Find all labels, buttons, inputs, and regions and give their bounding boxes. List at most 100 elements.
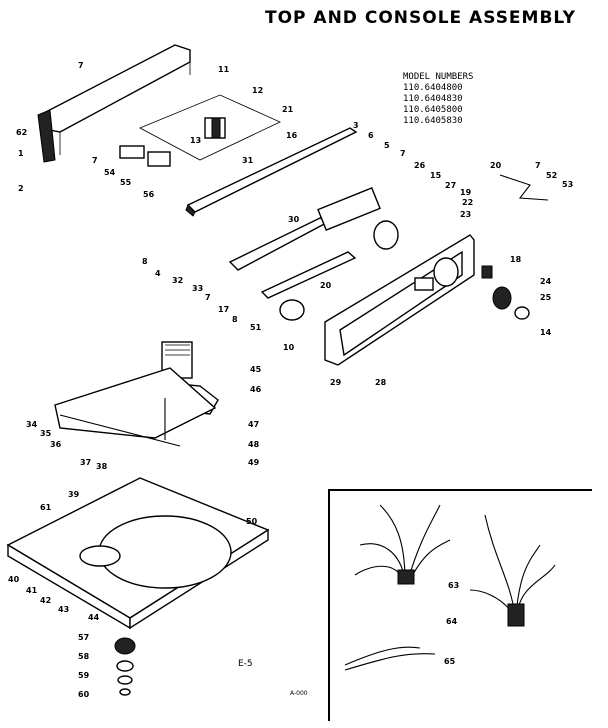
callout: 42: [40, 596, 51, 605]
callout: 15: [430, 171, 442, 180]
model-number: 110.6404800: [403, 83, 463, 93]
drawing-code: A-000: [290, 690, 308, 697]
callout: 22: [462, 198, 473, 207]
callout: 40: [8, 575, 20, 584]
callout: 8: [232, 315, 238, 324]
callout: 7: [92, 156, 98, 165]
callout: 38: [96, 462, 108, 471]
callout: 21: [282, 105, 294, 114]
console-rail: [37, 44, 191, 163]
callout: 18: [510, 255, 522, 264]
model-numbers-heading: MODEL NUMBERS: [403, 72, 474, 82]
callout: 65: [444, 657, 456, 666]
callout: 39: [68, 490, 80, 499]
callout: 19: [460, 188, 472, 197]
callout: 29: [330, 378, 342, 387]
knob-insert: [481, 265, 493, 279]
callout: 13: [190, 136, 201, 145]
timer: [373, 220, 399, 250]
callout: 36: [50, 440, 62, 449]
timer-knob: [492, 286, 512, 310]
callout: 52: [546, 171, 557, 180]
callout: 7: [535, 161, 541, 170]
callout: 8: [142, 257, 148, 266]
callout: 56: [143, 190, 155, 199]
control-strip: [185, 127, 358, 217]
callout: 50: [246, 517, 258, 526]
callout: 53: [562, 180, 573, 189]
switch-block: [119, 117, 226, 167]
callout: 11: [218, 65, 230, 74]
console-panel: [324, 234, 475, 366]
callout: 14: [540, 328, 552, 337]
callout: 57: [78, 633, 89, 642]
callout: 28: [375, 378, 387, 387]
hinge-stack: [114, 637, 136, 696]
callout: 33: [192, 284, 203, 293]
callout: 44: [88, 613, 100, 622]
callout: 34: [26, 420, 38, 429]
callout: 51: [250, 323, 262, 332]
callout: 16: [286, 131, 298, 140]
model-number: 110.6405830: [403, 116, 463, 126]
callout: 20: [320, 281, 332, 290]
callout: 2: [18, 184, 24, 193]
wiring-harness-inset: [328, 489, 592, 721]
callout: 31: [242, 156, 254, 165]
wire-harness-63: [354, 504, 451, 585]
callout: 43: [58, 605, 69, 614]
callout: 37: [80, 458, 91, 467]
wire-harness-64: [469, 514, 556, 627]
callout: 45: [250, 365, 262, 374]
hinge-plate: [54, 367, 217, 439]
callout: 24: [540, 277, 552, 286]
callout: 4: [155, 269, 161, 278]
callout: 61: [40, 503, 52, 512]
callout: 32: [172, 276, 183, 285]
callout: 17: [218, 305, 229, 314]
callout: 7: [205, 293, 211, 302]
wire-65: [344, 646, 421, 666]
callout: 3: [353, 121, 359, 130]
callout: 26: [414, 161, 426, 170]
timer-bracket: [317, 187, 381, 231]
callout: 59: [78, 671, 90, 680]
callout: 25: [540, 293, 552, 302]
callout: 63: [448, 581, 459, 590]
callout: 27: [445, 181, 456, 190]
dial-panel: [228, 217, 357, 321]
callout: 20: [490, 161, 502, 170]
callout: 48: [248, 440, 260, 449]
callout: 41: [26, 586, 38, 595]
diagram-title: TOP AND CONSOLE ASSEMBLY: [265, 8, 576, 28]
callout: 12: [252, 86, 263, 95]
callout: 23: [460, 210, 471, 219]
callout: 10: [283, 343, 295, 352]
callout: 60: [78, 690, 90, 699]
callouts: 7 11 12 21 62 1 2 13 16 3 6 5 7 7 54 31 …: [8, 61, 573, 699]
model-numbers: MODEL NUMBERS 110.6404800 110.6404830 11…: [403, 72, 473, 127]
callout: 49: [248, 458, 260, 467]
callout: 30: [288, 215, 300, 224]
callout: 7: [400, 149, 406, 158]
callout: 58: [78, 652, 90, 661]
model-number: 110.6404830: [403, 94, 463, 104]
page-code: E-5: [238, 659, 253, 669]
callout: 55: [120, 178, 132, 187]
model-number: 110.6405800: [403, 105, 463, 115]
callout: 1: [18, 149, 24, 158]
top-cover: [6, 477, 270, 630]
callout: 6: [368, 131, 374, 140]
bracket-outline: [139, 94, 281, 161]
callout: 64: [446, 617, 458, 626]
bracket-20: [499, 174, 549, 201]
callout: 7: [78, 61, 84, 70]
callout: 62: [16, 128, 27, 137]
callout: 46: [250, 385, 262, 394]
callout: 5: [384, 141, 390, 150]
callout: 47: [248, 420, 259, 429]
callout: 54: [104, 168, 116, 177]
knob-dial: [514, 306, 530, 320]
callout: 35: [40, 429, 52, 438]
